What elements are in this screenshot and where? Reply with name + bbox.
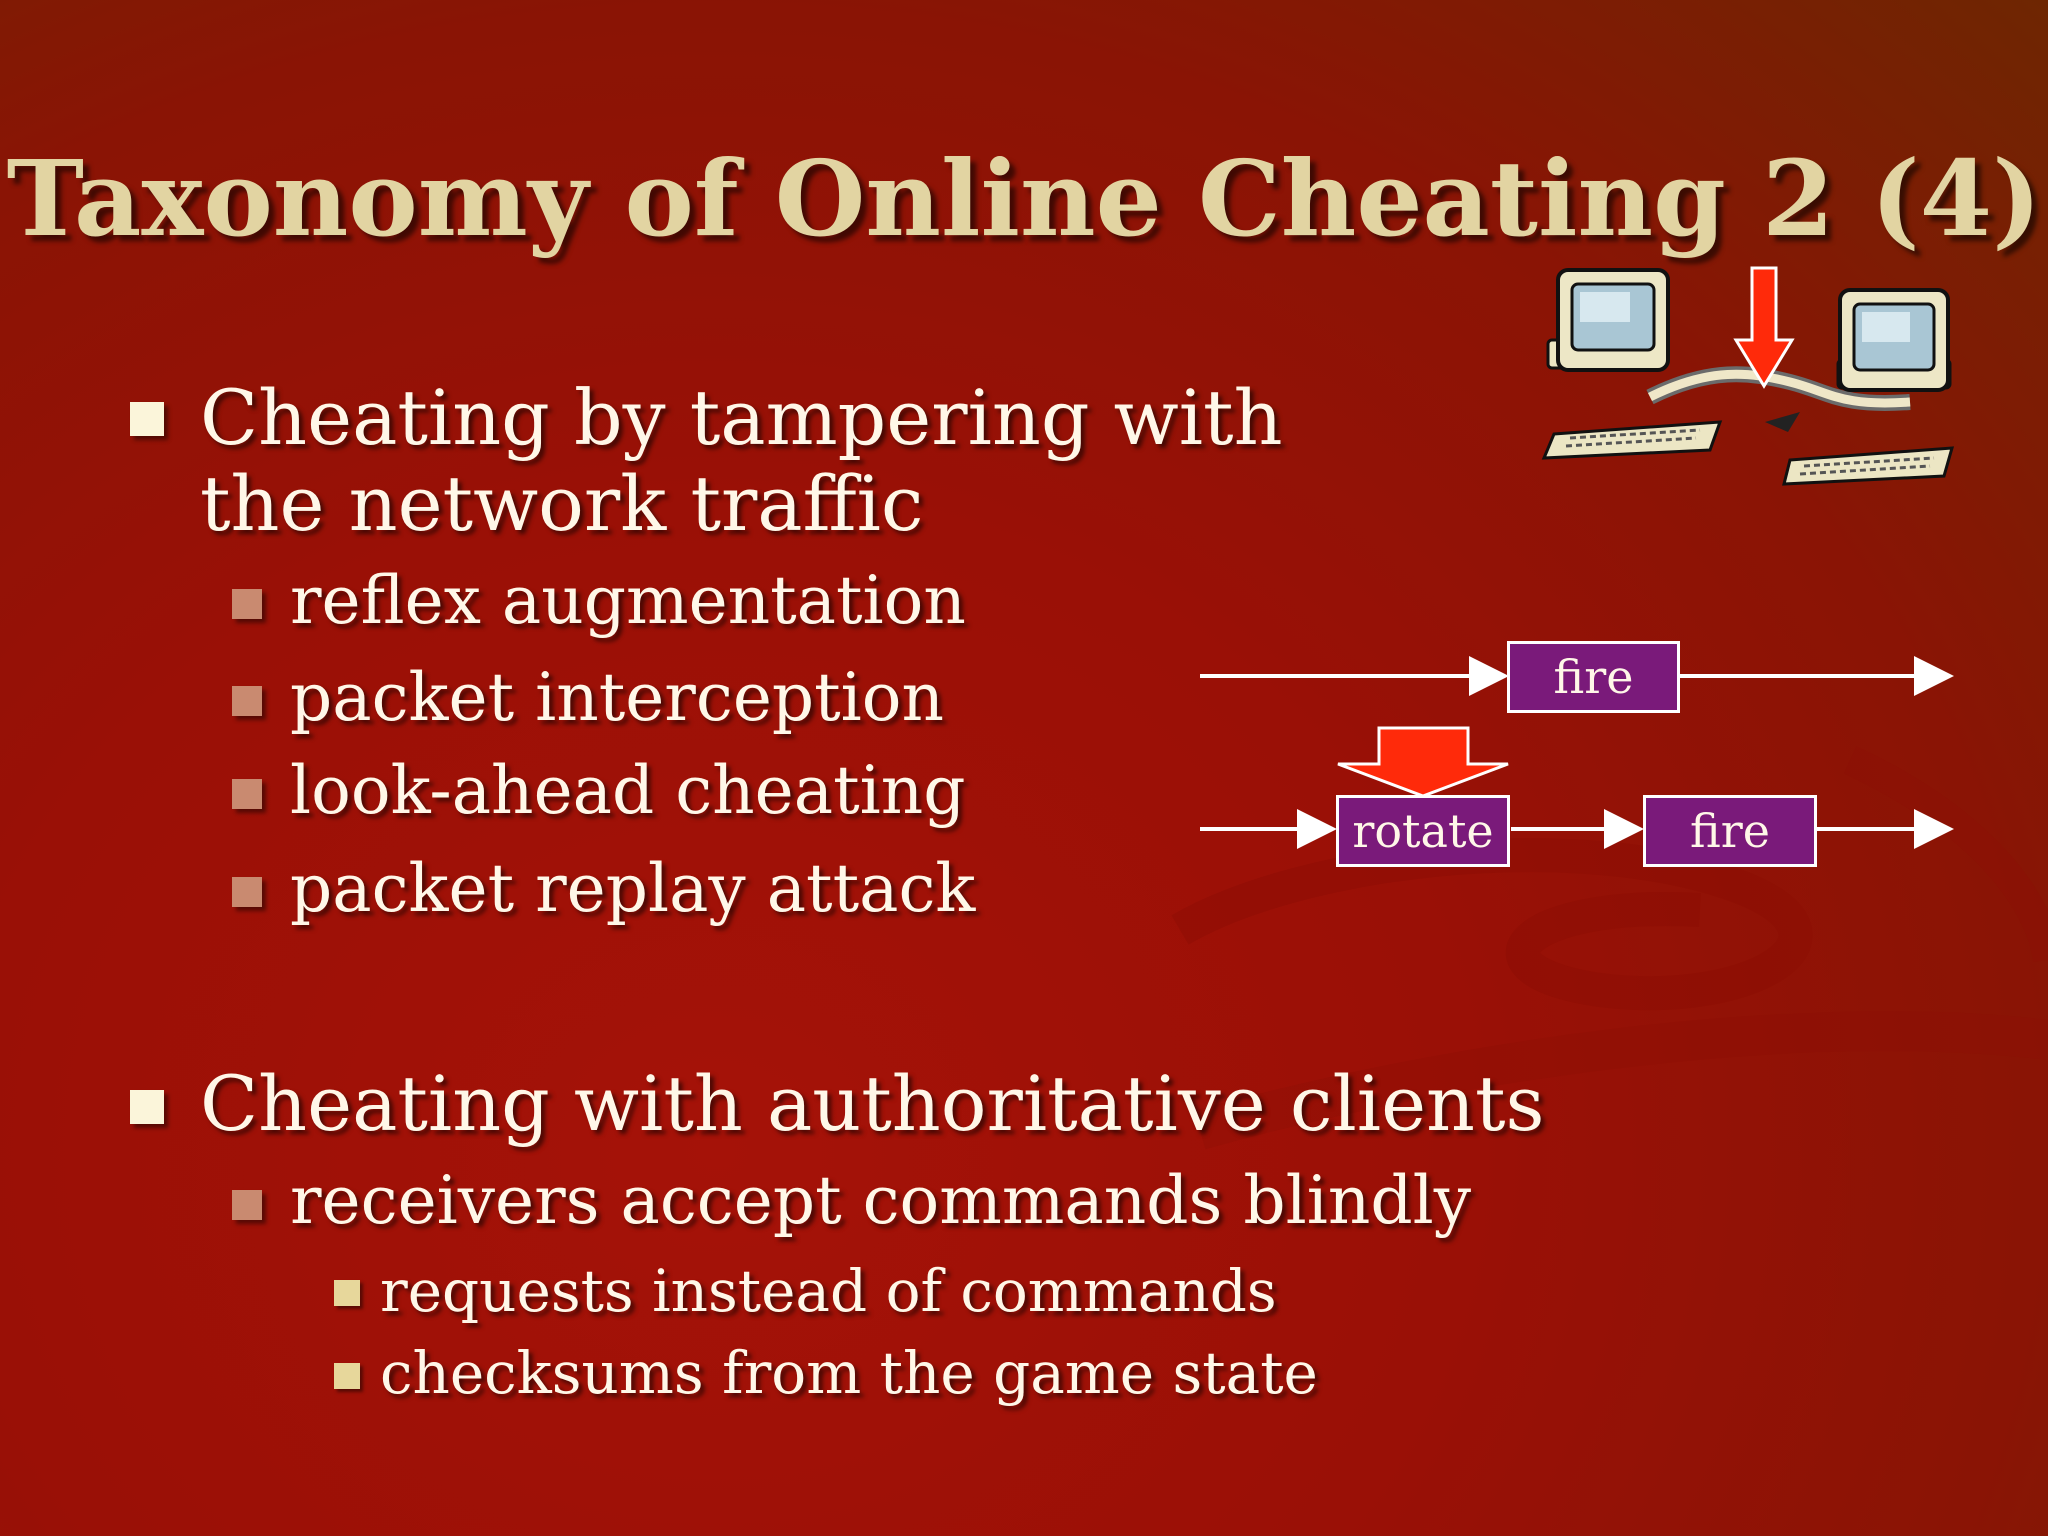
sub-bullet-marker: [232, 779, 262, 809]
bullet-text: Cheating with authoritative clients: [200, 1059, 1545, 1148]
sub-bullet-text: reflex augmentation: [290, 562, 966, 639]
computer-left-icon: [1541, 268, 1723, 460]
computer-right-icon: [1782, 288, 1955, 486]
injection-arrow-icon: [1337, 726, 1509, 798]
sub-bullet-marker: [232, 877, 262, 907]
sub-bullet-text: receivers accept commands blindly: [290, 1162, 1472, 1239]
sub-bullet-marker: [232, 686, 262, 716]
packet-box: fire: [1643, 795, 1817, 867]
sub-bullet-text: look-ahead cheating: [290, 752, 966, 829]
bullet-text-continued: the network traffic: [200, 459, 924, 548]
bullet-text: Cheating by tampering with: [200, 373, 1283, 462]
sub-bullet-text: packet replay attack: [290, 850, 976, 927]
sub-sub-bullet-text: checksums from the game state: [380, 1339, 1318, 1407]
packet-box-injected: rotate: [1336, 795, 1510, 867]
bullet-marker: [130, 1090, 164, 1124]
bullet-marker: [130, 402, 164, 436]
sub-bullet-text: packet interception: [290, 659, 945, 736]
packet-box: fire: [1507, 641, 1680, 713]
sub-sub-bullet-text: requests instead of commands: [380, 1257, 1277, 1325]
sub-sub-bullet-marker: [334, 1363, 360, 1389]
sub-sub-bullet-marker: [334, 1280, 360, 1306]
down-arrow-icon: [1733, 266, 1795, 389]
sub-bullet-marker: [232, 1190, 262, 1220]
slide-title: Taxonomy of Online Cheating 2 (4): [6, 137, 2042, 260]
networked-computers-icon: [1541, 268, 1955, 486]
sub-bullet-marker: [232, 589, 262, 619]
